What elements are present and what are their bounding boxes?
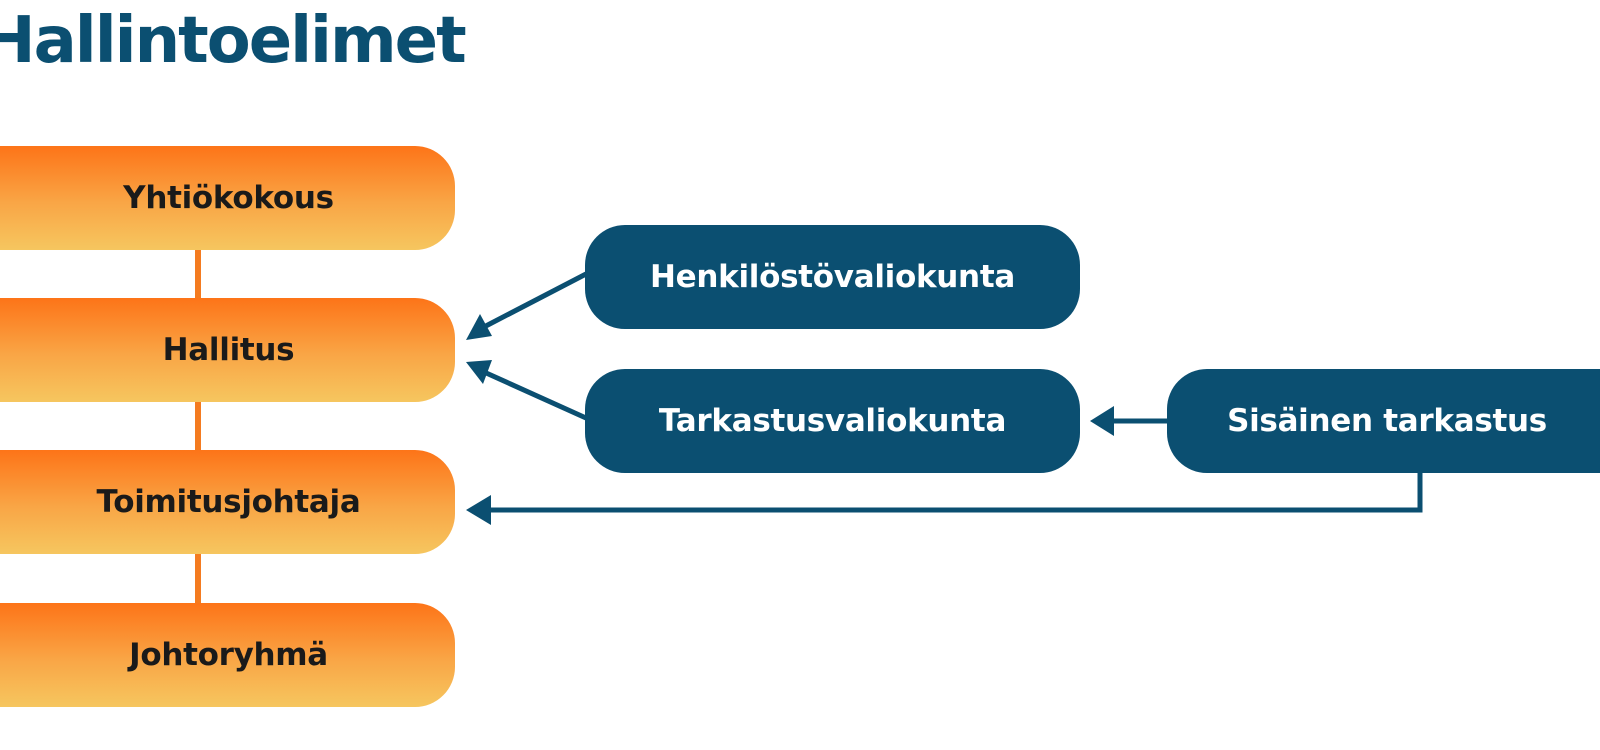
node-label-tarkastusvaliokunta: Tarkastusvaliokunta [658, 403, 1007, 439]
arrow-henkilosto-hallitus [480, 271, 588, 331]
node-yhtiokokous: Yhtiökokous [0, 146, 455, 250]
arrowhead-tarkastus-hallitus [466, 360, 492, 384]
arrowhead-sisainen-toimitusjohtaja [466, 495, 491, 525]
page-title: Hallintoelimet [0, 4, 467, 78]
arrowhead-sisainen-tarkastus [1090, 406, 1114, 436]
node-toimitusjohtaja: Toimitusjohtaja [0, 450, 455, 554]
node-label-henkilostovaliokunta: Henkilöstövaliokunta [650, 259, 1015, 295]
arrow-tarkastus-hallitus [482, 369, 588, 421]
node-label-toimitusjohtaja: Toimitusjohtaja [96, 484, 361, 520]
node-henkilostovaliokunta: Henkilöstövaliokunta [585, 225, 1080, 329]
node-hallitus: Hallitus [0, 298, 455, 402]
node-label-yhtiokokous: Yhtiökokous [123, 180, 334, 216]
node-tarkastusvaliokunta: Tarkastusvaliokunta [585, 369, 1080, 473]
node-johtoryhma: Johtoryhmä [0, 603, 455, 707]
arrow-sisainen-toimitusjohtaja [490, 473, 1423, 513]
node-label-johtoryhma: Johtoryhmä [129, 637, 328, 673]
node-sisainen-tarkastus: Sisäinen tarkastus [1167, 369, 1600, 473]
node-label-hallitus: Hallitus [162, 332, 295, 368]
node-label-sisainen-tarkastus: Sisäinen tarkastus [1227, 403, 1547, 439]
arrowhead-henkilosto-hallitus [466, 314, 492, 340]
